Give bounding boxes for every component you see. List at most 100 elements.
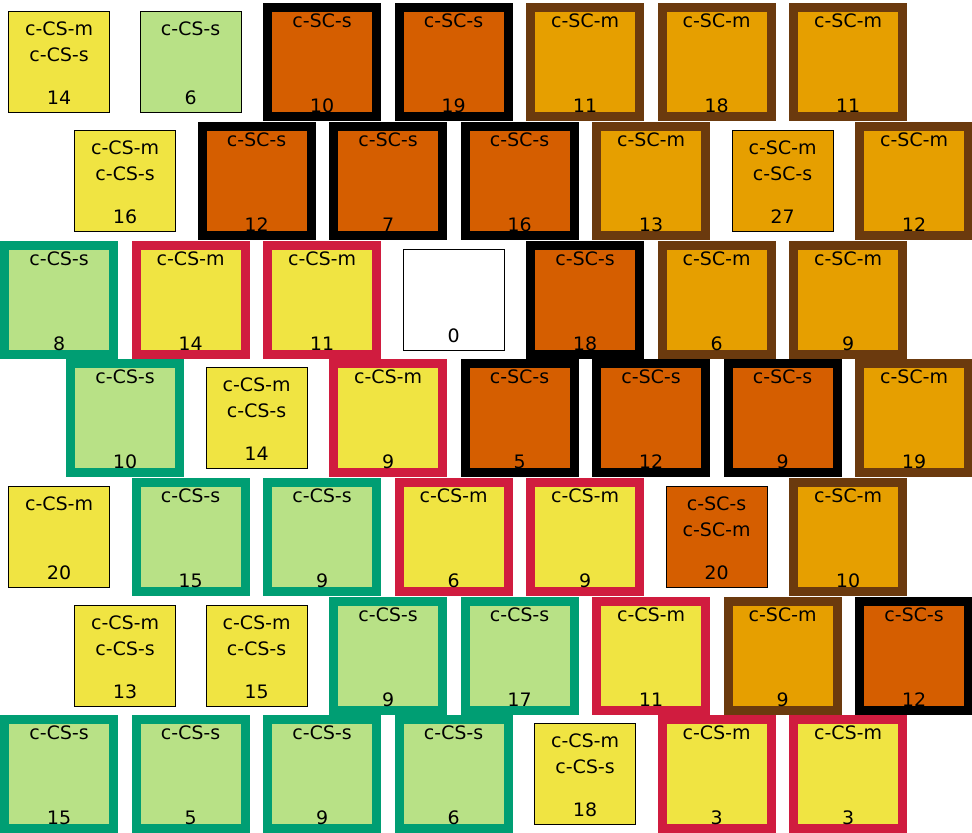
grid-cell: c-SC-s 12 <box>197 122 316 240</box>
cell-count: 19 <box>441 95 466 117</box>
cell-count: 20 <box>704 562 729 584</box>
cell-label: c-CS-m <box>682 722 751 744</box>
cell-label: c-CS-s <box>358 604 418 626</box>
cell-label: c-CS-s <box>292 722 352 744</box>
cell-count: 6 <box>447 570 460 592</box>
cell-count: 6 <box>710 333 723 355</box>
cell-count: 8 <box>52 333 66 355</box>
grid-cell: c-CS-m 9 <box>329 359 447 477</box>
cell-label: c-SC-s <box>489 366 550 388</box>
cell-label: c-CS-s <box>160 485 221 507</box>
cell-count: 12 <box>901 214 927 236</box>
cell-label: c-SC-s <box>226 129 287 151</box>
cell-count: 11 <box>572 95 598 117</box>
cell-count: 11 <box>309 333 335 355</box>
cell-label: c-CS-m <box>814 722 882 744</box>
grid-cell: c-SC-m 6 <box>657 241 776 359</box>
cell-label: c-CS-m <box>288 248 356 270</box>
cell-label: c-CS-m <box>354 366 422 388</box>
cell-count: 18 <box>572 799 598 821</box>
cell-count: 20 <box>46 562 72 584</box>
cell-count: 13 <box>638 214 664 236</box>
cell-count: 16 <box>112 206 138 228</box>
grid-cell: c-SC-m 12 <box>855 122 972 240</box>
cell-label: c-CS-m <box>551 485 619 507</box>
cell-count: 0 <box>447 325 460 347</box>
cell-label: c-CS-s <box>489 604 550 626</box>
grid-cell: c-CS-m c-CS-s 14 <box>205 367 308 469</box>
cell-count: 12 <box>901 689 927 711</box>
cell-label: c-SC-s <box>621 366 681 388</box>
cell-count: 10 <box>309 95 335 117</box>
cell-label: c-CS-m c-CS-s <box>91 137 159 185</box>
cell-count: 14 <box>244 443 269 465</box>
grid-cell: 0 <box>402 249 505 351</box>
cell-count: 15 <box>178 570 203 592</box>
cell-label: c-CS-m c-CS-s <box>222 612 291 660</box>
cell-label: c-SC-s <box>292 10 352 32</box>
cell-label: c-SC-s <box>555 248 615 270</box>
cell-count: 10 <box>835 570 861 592</box>
cell-label: c-SC-m <box>880 366 948 388</box>
cell-count: 9 <box>315 570 329 592</box>
cell-label: c-CS-s <box>29 248 89 270</box>
grid-cell: c-CS-m 11 <box>592 597 710 715</box>
grid-cell: c-SC-m 9 <box>789 241 907 359</box>
grid-cell: c-CS-s 15 <box>131 478 250 596</box>
cell-label: c-SC-m <box>880 129 948 151</box>
cell-count: 14 <box>46 87 72 109</box>
cell-label: c-CS-s <box>292 485 352 507</box>
cell-label: c-CS-m c-CS-s <box>91 612 159 660</box>
cell-label: c-SC-s <box>884 604 944 626</box>
grid-cell: c-CS-s 9 <box>263 715 381 833</box>
grid-cell: c-CS-s 15 <box>0 715 118 833</box>
cell-label: c-SC-s <box>752 366 813 388</box>
cell-label: c-CS-s <box>29 722 89 744</box>
grid-cell: c-CS-m 11 <box>263 241 381 359</box>
cell-label: c-CS-m c-CS-s <box>222 374 291 422</box>
cell-label: c-CS-s <box>160 18 221 40</box>
cell-count: 7 <box>381 214 395 236</box>
cell-count: 9 <box>841 333 855 355</box>
cell-count: 13 <box>112 681 138 703</box>
cell-count: 9 <box>381 451 395 473</box>
cell-label: c-SC-s <box>489 129 550 151</box>
cell-count: 9 <box>381 689 395 711</box>
cell-count: 16 <box>507 214 532 236</box>
grid-cell: c-CS-m c-CS-s 16 <box>74 130 176 232</box>
cell-label: c-CS-m <box>25 493 93 515</box>
cell-count: 27 <box>770 206 795 228</box>
cell-label: c-CS-m <box>617 604 685 626</box>
cell-count: 9 <box>578 570 592 592</box>
cell-label: c-SC-m <box>814 248 882 270</box>
grid-cell: c-SC-s 10 <box>263 3 381 121</box>
cell-count: 3 <box>710 807 723 829</box>
cell-label: c-CS-m c-CS-s <box>551 730 619 778</box>
cell-count: 12 <box>244 214 269 236</box>
cell-count: 9 <box>776 689 789 711</box>
cell-count: 9 <box>315 807 329 829</box>
cell-label: c-SC-m <box>682 248 751 270</box>
cell-count: 15 <box>46 807 72 829</box>
cell-label: c-SC-m <box>814 10 882 32</box>
cell-count: 15 <box>244 681 269 703</box>
cell-count: 11 <box>638 689 664 711</box>
grid-cell: c-SC-s 12 <box>855 597 972 715</box>
